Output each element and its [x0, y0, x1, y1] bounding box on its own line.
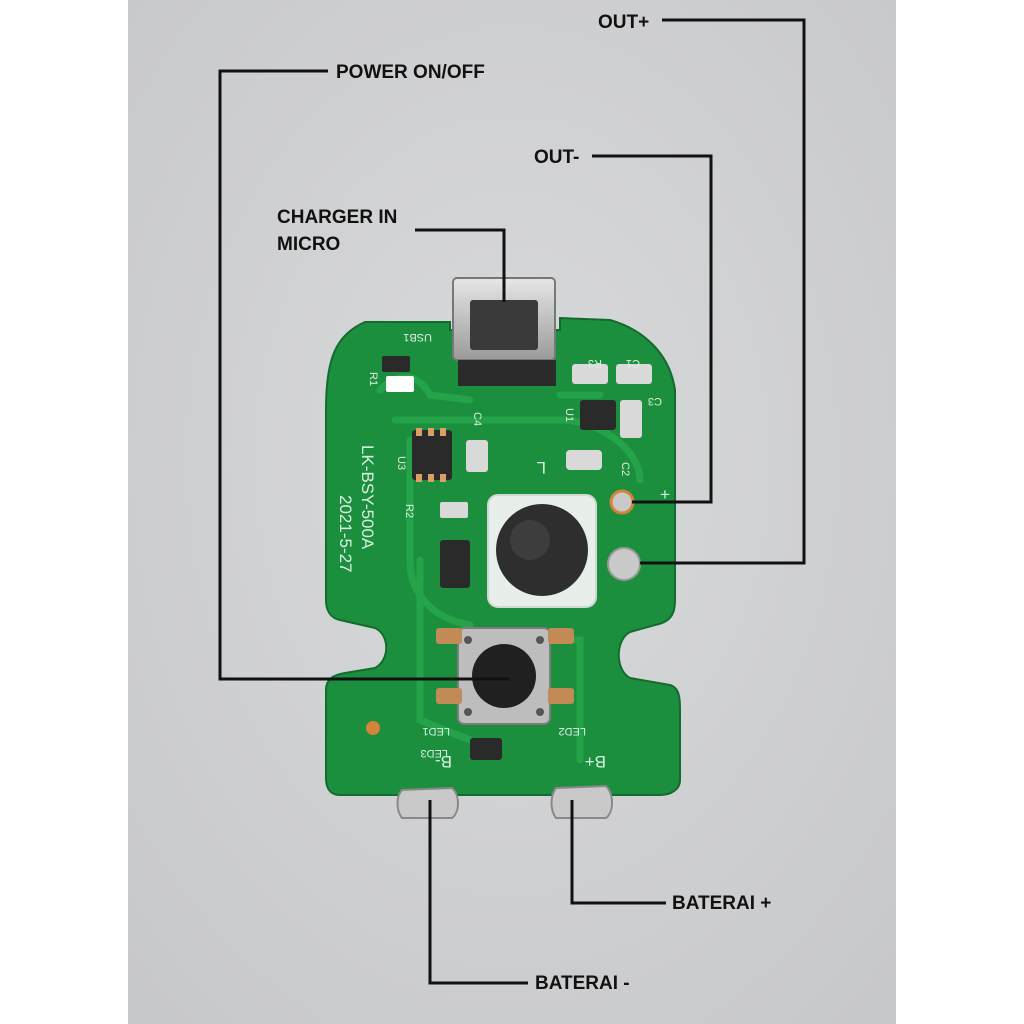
silk-plus: +: [660, 485, 670, 504]
leader-charger: [415, 228, 506, 302]
silk-led3: LED3: [420, 747, 448, 759]
label-charger-line2: MICRO: [277, 234, 340, 255]
label-bat-plus: BATERAI +: [672, 893, 771, 914]
components: [382, 277, 652, 819]
leader-power: [218, 69, 510, 681]
silk-c3: C3: [648, 395, 662, 407]
leader-lines: [218, 18, 806, 985]
silk-c4: C4: [471, 412, 483, 426]
silk-u1: U1: [563, 408, 575, 422]
silk-led2: LED2: [558, 725, 586, 737]
silk-r2: R2: [403, 504, 415, 518]
silk-usb: USB1: [403, 331, 432, 343]
silk-b-plus: B+: [585, 752, 606, 771]
silk-led1: LED1: [422, 725, 450, 737]
silk-u3: U3: [395, 456, 407, 470]
leader-bat-minus: [428, 800, 528, 985]
out-plus-pad: [607, 547, 641, 581]
silk-b-minus: B-: [435, 752, 452, 771]
leader-bat-plus: [570, 800, 666, 905]
leader-out-plus: [640, 18, 806, 565]
silk-c1: C1: [626, 357, 640, 369]
leader-out-minus: [592, 154, 713, 504]
label-charger-line1: CHARGER IN: [277, 207, 397, 228]
out-minus-pad: [609, 489, 635, 515]
silk-model: LK-BSY-500A: [358, 445, 377, 550]
label-out-plus: OUT+: [598, 12, 649, 33]
label-bat-minus: BATERAI -: [535, 973, 630, 994]
callout-labels: OUT+ OUT- POWER ON/OFF CHARGER IN MICRO …: [277, 12, 771, 994]
silk-date: 2021-5-27: [336, 495, 355, 573]
silk-r3: R3: [588, 357, 602, 369]
battery-plus-pad: [550, 784, 613, 819]
silkscreen-text: LK-BSY-500A 2021-5-27 USB1 R1 U3 R2 R3 C…: [336, 331, 670, 771]
label-out-minus: OUT-: [534, 147, 579, 168]
silk-c2: C2: [619, 462, 631, 476]
label-power: POWER ON/OFF: [336, 62, 485, 83]
battery-minus-pad: [396, 786, 459, 819]
u3-chip: [412, 430, 452, 480]
silk-r1: R1: [367, 372, 379, 386]
silk-l: L: [537, 458, 546, 477]
